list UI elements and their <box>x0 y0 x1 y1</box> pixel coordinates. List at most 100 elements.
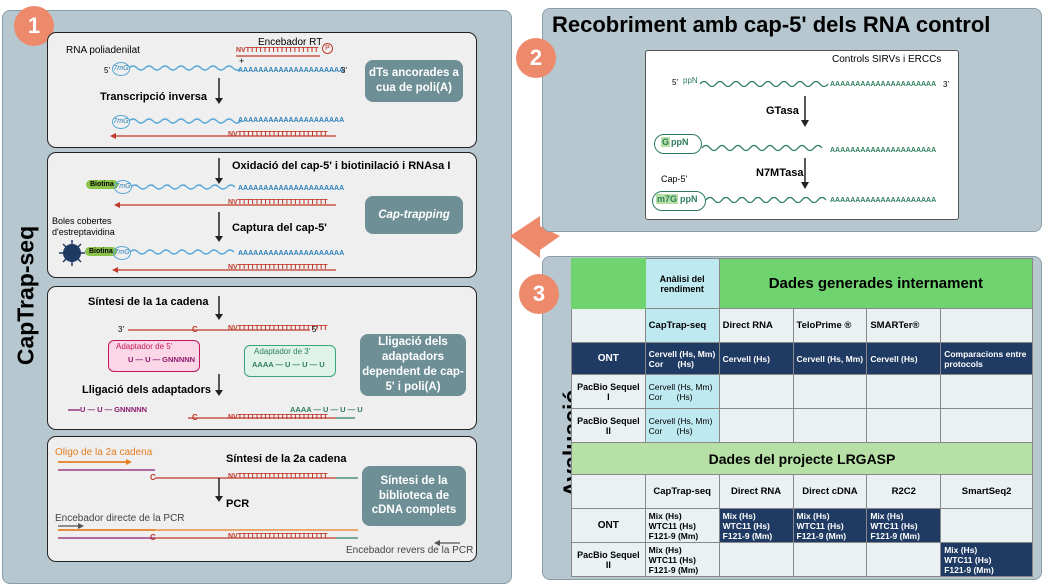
step-number-2: 2 <box>516 38 556 78</box>
p-badge: P <box>322 43 333 54</box>
rt-primer-label: Encebador RT <box>258 37 323 48</box>
biotin-badge-2: Biotina <box>85 247 117 256</box>
ligation-step-label: Lligació dels adaptadors <box>82 384 211 396</box>
cell: Mix (Hs) WTC11 (Hs) F121-9 (Mm) <box>644 508 720 543</box>
adaptor3-seq: AAAA — U — U — U <box>252 360 325 369</box>
lrgasp-col-0: CapTrap-seq <box>644 474 720 509</box>
cell: Comparacions entre protocols <box>940 342 1033 375</box>
lrgasp-cols-spacer <box>571 474 646 509</box>
full-length-library-tag: Síntesi de la biblioteca de cDNA complet… <box>362 466 466 526</box>
cell: Cervell (Hs, Mm) <box>792 342 868 375</box>
internal-col-4 <box>940 308 1033 343</box>
row-label: PacBio Sequel II <box>571 542 646 577</box>
p2-poly-a-1: AAAAAAAAAAAAAAAAAAAAA <box>830 81 937 88</box>
adaptor5-label: Adaptador de 5' <box>116 342 173 351</box>
cell: Cervell (Hs, Mm) Cor (Hs) <box>644 374 720 409</box>
cell <box>792 542 868 577</box>
row-label: PacBio Sequel II <box>571 408 646 443</box>
first-strand-step-label: Síntesi de la 1a cadena <box>88 296 209 308</box>
internal-col-3: SMARTer® <box>866 308 942 343</box>
p2-poly-a-3: AAAAAAAAAAAAAAAAAAAAA <box>830 197 937 204</box>
p2-prime5: 5' <box>672 78 678 87</box>
capture-step-label: Captura del cap-5' <box>232 222 327 234</box>
cap5-label: Cap-5' <box>661 174 688 184</box>
internal-col-1: Direct RNA <box>718 308 794 343</box>
lrgasp-col-2: Direct cDNA <box>792 474 868 509</box>
cell <box>940 374 1033 409</box>
rt-step-label: Transcripció inversa <box>100 91 207 103</box>
cell <box>940 508 1033 543</box>
cell: Mix (Hs) WTC11 (Hs) F121-9 (Mm) <box>940 542 1033 577</box>
step-number-1: 1 <box>14 6 54 46</box>
internal-col-2: TeloPrime ® <box>792 308 868 343</box>
cell: Mix (Hs) WTC11 (Hs) F121-9 (Mm) <box>718 508 794 543</box>
lrgasp-col-4: SmartSeq2 <box>940 474 1033 509</box>
m7g-part: m7G <box>656 194 679 204</box>
biotin-badge: Biotina <box>86 180 118 189</box>
cell <box>718 374 794 409</box>
lrgasp-cols-row: CapTrap-seq Direct RNA Direct cDNA R2C2 … <box>571 474 1033 509</box>
cell <box>866 408 942 443</box>
internal-cols-row: CapTrap-seq Direct RNA TeloPrime ® SMART… <box>571 308 1033 343</box>
beads-label: Boles cobertes d'estreptavidina <box>52 216 115 237</box>
rna-label: RNA poliadenilat <box>66 45 140 56</box>
plus-sign: + <box>239 56 245 66</box>
cell <box>718 542 794 577</box>
second-strand-oligo-label: Oligo de la 2a cadena <box>55 447 153 458</box>
reverse-primer-label: Encebador revers de la PCR <box>346 545 474 556</box>
evaluation-table: Anàlisi del rendiment Dades generades in… <box>571 258 1034 577</box>
cell: Mix (Hs) WTC11 (Hs) F121-9 (Mm) <box>866 508 942 543</box>
internal-row-sequel1: PacBio Sequel I Cervell (Hs, Mm) Cor (Hs… <box>571 374 1033 409</box>
cap-trapping-tag: Cap-trapping <box>365 196 463 234</box>
ligated-5-seq: U — U — GNNNNN <box>80 405 148 414</box>
gppn-g: G <box>661 137 671 147</box>
cap-7mg: 7mG <box>112 62 130 76</box>
gppn-rest: ppN <box>671 137 689 147</box>
internal-data-header: Dades generades internament <box>718 258 1034 309</box>
nvt-seq-5: NVTTTTTTTTTTTTTTTTTTTTT <box>228 325 328 332</box>
step-number-3: 3 <box>519 274 559 314</box>
cell <box>718 408 794 443</box>
cell <box>866 542 942 577</box>
p2-ppn: ppN <box>683 76 698 85</box>
adaptor5-seq: U — U — GNNNNN <box>128 355 196 364</box>
prime5-label: 5' <box>104 66 110 75</box>
poly-a-tail-2: AAAAAAAAAAAAAAAAAAAAA <box>238 117 345 124</box>
poly-a-tail-4: AAAAAAAAAAAAAAAAAAAAA <box>238 250 345 257</box>
cell: Mix (Hs) WTC11 (Hs) F121-9 (Mm) <box>792 508 868 543</box>
performance-header: Anàlisi del rendiment <box>644 258 720 309</box>
row-label: ONT <box>571 342 646 375</box>
cap-7mg-2: 7mG <box>112 115 130 129</box>
nvt-seq-8: NVTTTTTTTTTTTTTTTTTTTTT <box>228 533 328 540</box>
lrgasp-col-1: Direct RNA <box>718 474 794 509</box>
p2-prime3: 3' <box>943 80 949 89</box>
poly-a-tail-3: AAAAAAAAAAAAAAAAAAAAA <box>238 185 345 192</box>
cell <box>866 374 942 409</box>
row-label: PacBio Sequel I <box>571 374 646 409</box>
nvt-seq-4: NVTTTTTTTTTTTTTTTTTTTTT <box>228 264 328 271</box>
internal-cols-spacer <box>571 308 646 343</box>
five-prime-label: 5' <box>312 325 318 334</box>
cell: Cervell (Hs, Mm) Cor (Hs) <box>644 408 720 443</box>
internal-row-sequel2: PacBio Sequel II Cervell (Hs, Mm) Cor (H… <box>571 408 1033 443</box>
lrgasp-header-row: Dades del projecte LRGASP <box>571 442 1033 475</box>
m7g-rest: ppN <box>680 194 698 204</box>
p2-poly-a-2: AAAAAAAAAAAAAAAAAAAAA <box>830 147 937 154</box>
adaptor3-box <box>244 345 336 377</box>
adaptor5-box <box>108 340 200 372</box>
internal-col-0: CapTrap-seq <box>644 308 720 343</box>
cell <box>940 408 1033 443</box>
lrgasp-row-sequel2: PacBio Sequel II Mix (Hs) WTC11 (Hs) F12… <box>571 542 1033 577</box>
cell <box>792 408 868 443</box>
nvt-seq-7: NVTTTTTTTTTTTTTTTTTTTTT <box>228 473 328 480</box>
poly-a-tail: AAAAAAAAAAAAAAAAAAAAA <box>238 67 345 74</box>
adaptor-ligation-tag: Lligació dels adaptadors dependent de ca… <box>360 334 466 396</box>
second-strand-step-label: Síntesi de la 2a cadena <box>226 453 347 465</box>
cell: Cervell (Hs, Mm) Cor (Hs) <box>644 342 720 375</box>
internal-header-spacer <box>571 258 646 309</box>
lrgasp-header: Dades del projecte LRGASP <box>571 442 1033 475</box>
cap-7mg-4: 7mG <box>113 246 131 260</box>
internal-row-ont: ONT Cervell (Hs, Mm) Cor (Hs) Cervell (H… <box>571 342 1033 375</box>
